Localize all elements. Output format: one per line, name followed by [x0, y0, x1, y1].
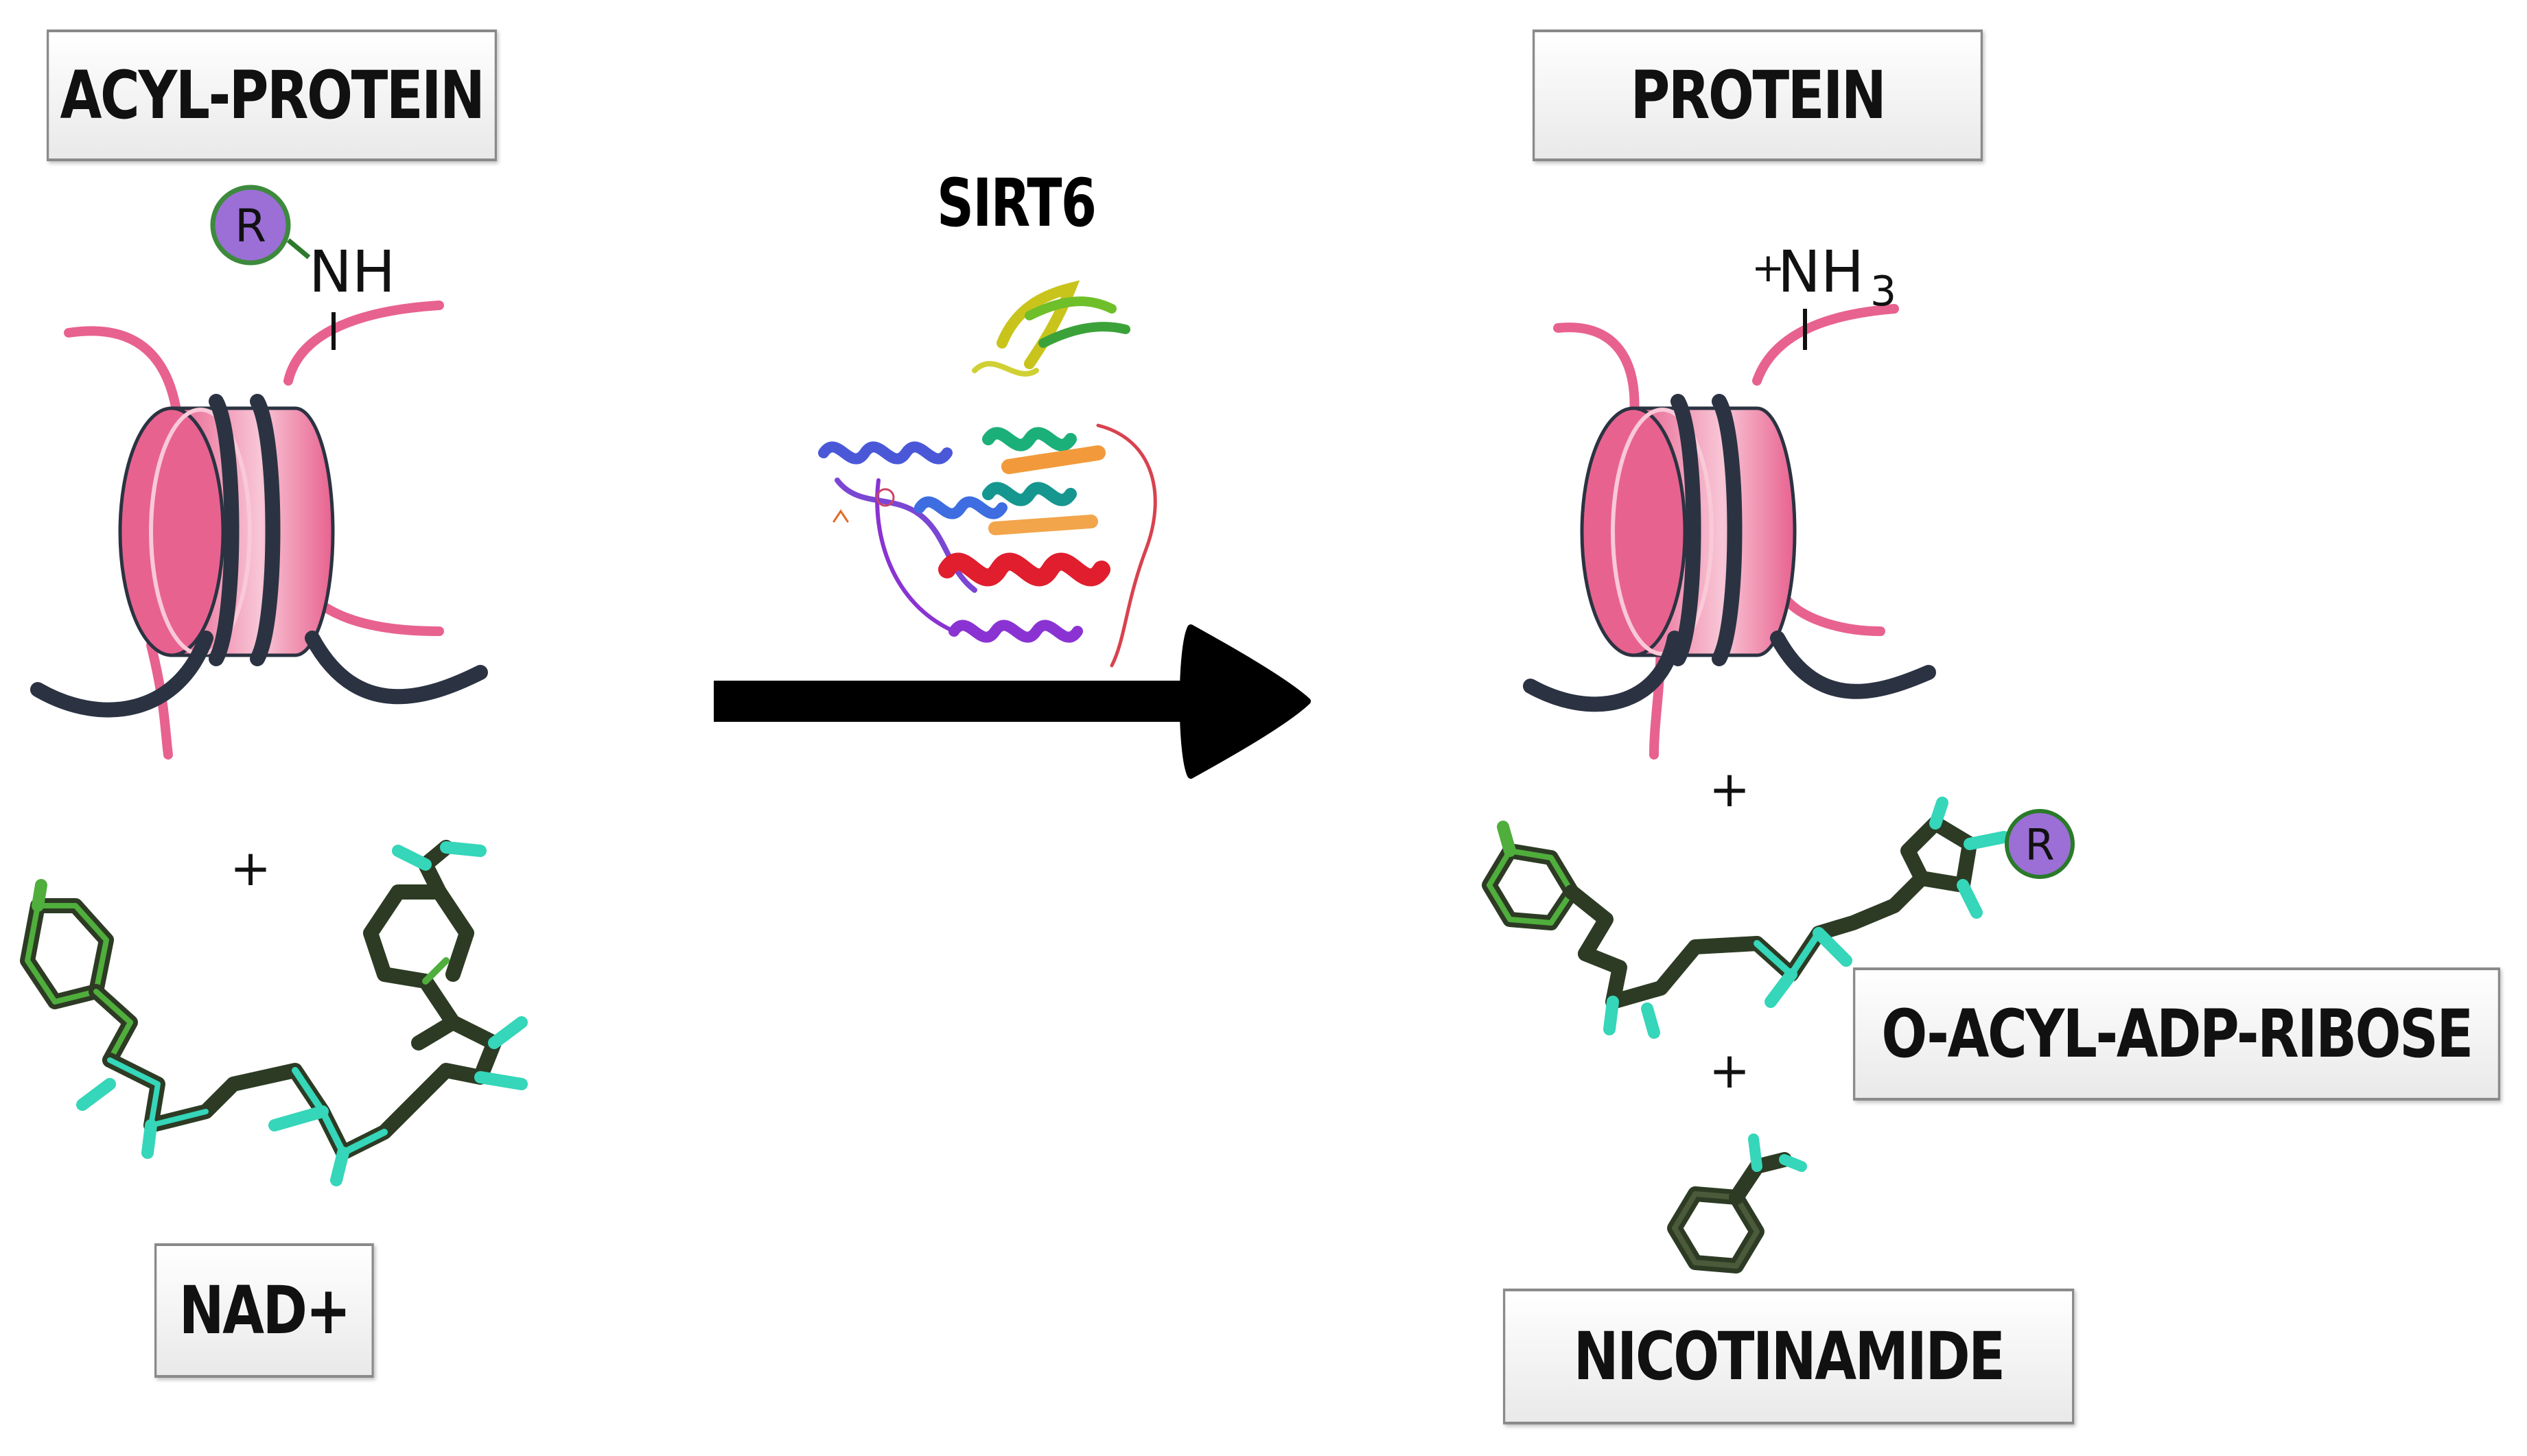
plus-sign-adp: + [1709, 760, 1750, 818]
r-group-text: R [235, 200, 266, 253]
o-acyl-adp-ribose-molecule [1482, 797, 2010, 1039]
nicotinamide-molecule [1667, 1134, 1807, 1273]
acyl-protein-text: ACYL-PROTEIN [60, 57, 485, 134]
r-group-left: R [210, 185, 311, 266]
protein-text: PROTEIN [1630, 57, 1887, 134]
o-acyl-adp-ribose-label: O-ACYL-ADP-RIBOSE [1853, 967, 2500, 1101]
o-acyl-adp-ribose-text: O-ACYL-ADP-RIBOSE [1881, 996, 2473, 1072]
nad-text: NAD+ [178, 1272, 351, 1349]
plus-sign-nad: + [230, 839, 271, 897]
nh3-text: NH [1778, 238, 1864, 305]
plus-sign-nicotinamide: + [1709, 1042, 1750, 1099]
enzyme-label: SIRT6 [937, 165, 1097, 242]
nucleosome-icon [1523, 304, 1936, 760]
nicotinamide-label: NICOTINAMIDE [1503, 1289, 2075, 1424]
arrow-right-icon [714, 624, 1311, 779]
sirt6-protein-structure-icon [818, 280, 1157, 668]
protein-label: PROTEIN [1533, 30, 1983, 161]
r-group-right: R [2005, 809, 2075, 879]
r-group-text-right: R [2025, 820, 2054, 870]
nucleosome-icon [30, 301, 488, 760]
nh3-subscript: 3 [1870, 268, 1896, 316]
nad-molecule [20, 840, 528, 1186]
nh-text: NH [309, 238, 395, 305]
nh3-charge: + [1751, 244, 1785, 291]
nad-label: NAD+ [154, 1243, 374, 1378]
nicotinamide-text: NICOTINAMIDE [1573, 1318, 2005, 1395]
acyl-protein-label: ACYL-PROTEIN [47, 30, 497, 161]
